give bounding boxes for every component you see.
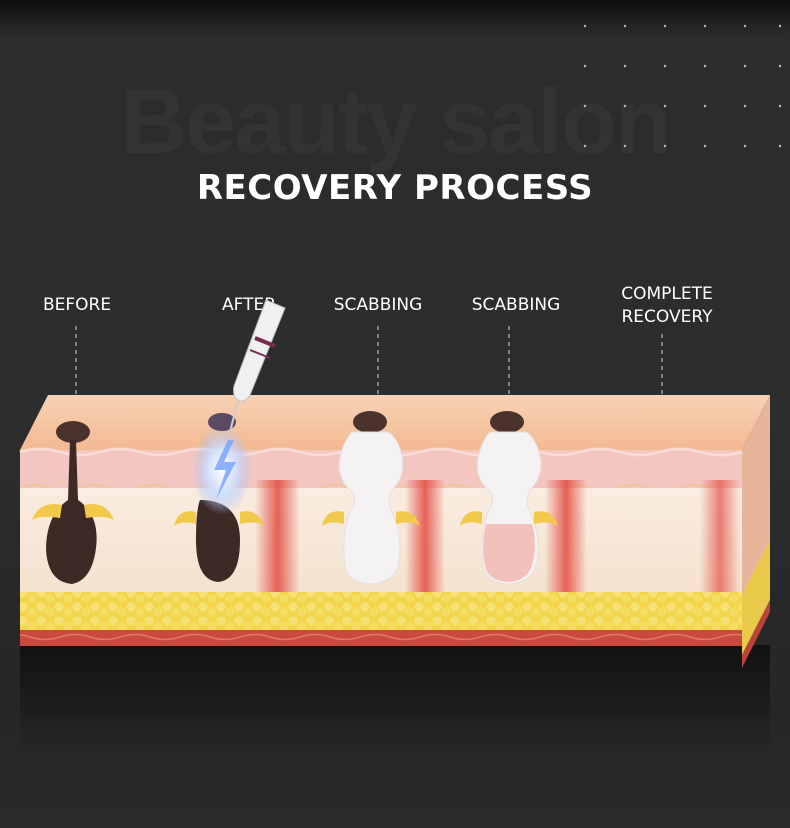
redness-band [405,480,445,592]
stage-label-line1: SCABBING [333,295,423,315]
stage-label-complete-recovery: COMPLETE RECOVERY [602,283,732,329]
top-shadow [0,0,790,30]
fat-layer [20,592,742,630]
stage-label-before: BEFORE [12,294,142,317]
follicle-scabbing-2 [460,411,558,585]
stage-label-scabbing-2: SCABBING [451,294,581,317]
guide-lines [75,326,663,410]
side-fat [742,540,770,655]
muscle-layer [20,630,742,646]
stage-label-line2: RECOVERY [621,307,713,327]
redness-band [255,480,300,592]
floor-shadow [20,645,770,755]
side-muscle [742,600,770,668]
dot-grid-decoration [583,24,782,148]
follicle-after [174,413,264,582]
stage-label-line1: BEFORE [42,295,112,315]
laser-pen-icon [229,299,286,433]
redness-band [545,480,587,592]
follicle-before [32,421,114,584]
page-title: RECOVERY PROCESS [196,168,594,208]
stage-label-line1: COMPLETE [621,284,713,304]
follicle-scabbing-1 [322,411,420,585]
stage-label-line1: SCABBING [471,295,561,315]
redness-band [700,480,740,592]
stage-label-scabbing-1: SCABBING [313,294,443,317]
